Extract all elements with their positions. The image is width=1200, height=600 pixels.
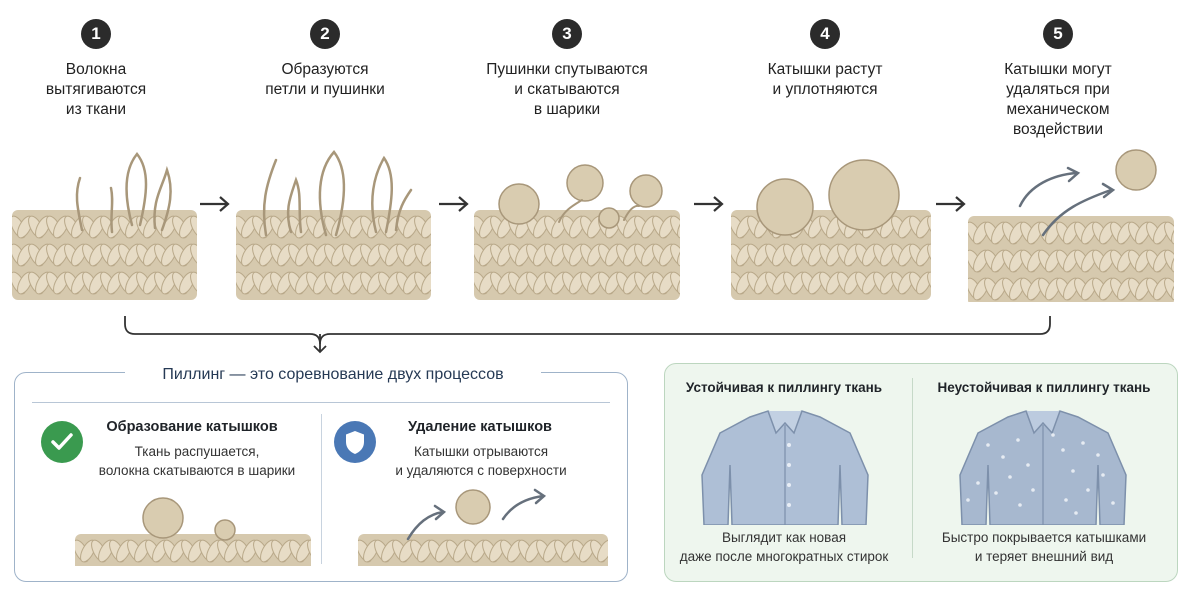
nonresistant-title: Неустойчивая к пиллингу ткань [937,380,1151,395]
resistant-title: Устойчивая к пиллингу ткань [685,380,883,395]
step-1-badge: 1 [81,19,111,49]
step-5-badge: 5 [1043,19,1073,49]
panel-divider-line [32,402,610,403]
step-4-fabric-illustration [731,159,931,300]
panel-divider-vertical [321,414,322,564]
step-arrow-2 [439,196,469,212]
step-arrow-4 [936,196,966,212]
formation-text: Ткань распушается,волокна скатываются в … [98,444,296,478]
removal-fabric-illustration [358,488,608,566]
step-1-fabric-illustration [12,152,197,300]
step-arrow-3 [694,196,724,212]
formation-title: Образование катышков [106,419,278,435]
step-4-badge: 4 [810,19,840,49]
compare-divider [912,378,913,558]
nonresistant-shirt-illustration [959,410,1127,525]
shield-icon [334,421,376,463]
resistant-shirt-illustration [701,410,869,525]
step-2-badge: 2 [310,19,340,49]
process-panel-title: Пиллинг — это соревнование двух процессо… [125,366,541,384]
removal-title: Удаление катышков [408,419,552,435]
step-2-fabric-illustration [236,150,431,300]
step-3-fabric-illustration [474,164,680,300]
formation-fabric-illustration [75,497,311,566]
step-arrow-1 [200,196,230,212]
check-icon [41,421,83,463]
steps-bracket [124,316,1051,354]
step-3-badge: 3 [552,19,582,49]
step-5-fabric-illustration [968,149,1174,302]
